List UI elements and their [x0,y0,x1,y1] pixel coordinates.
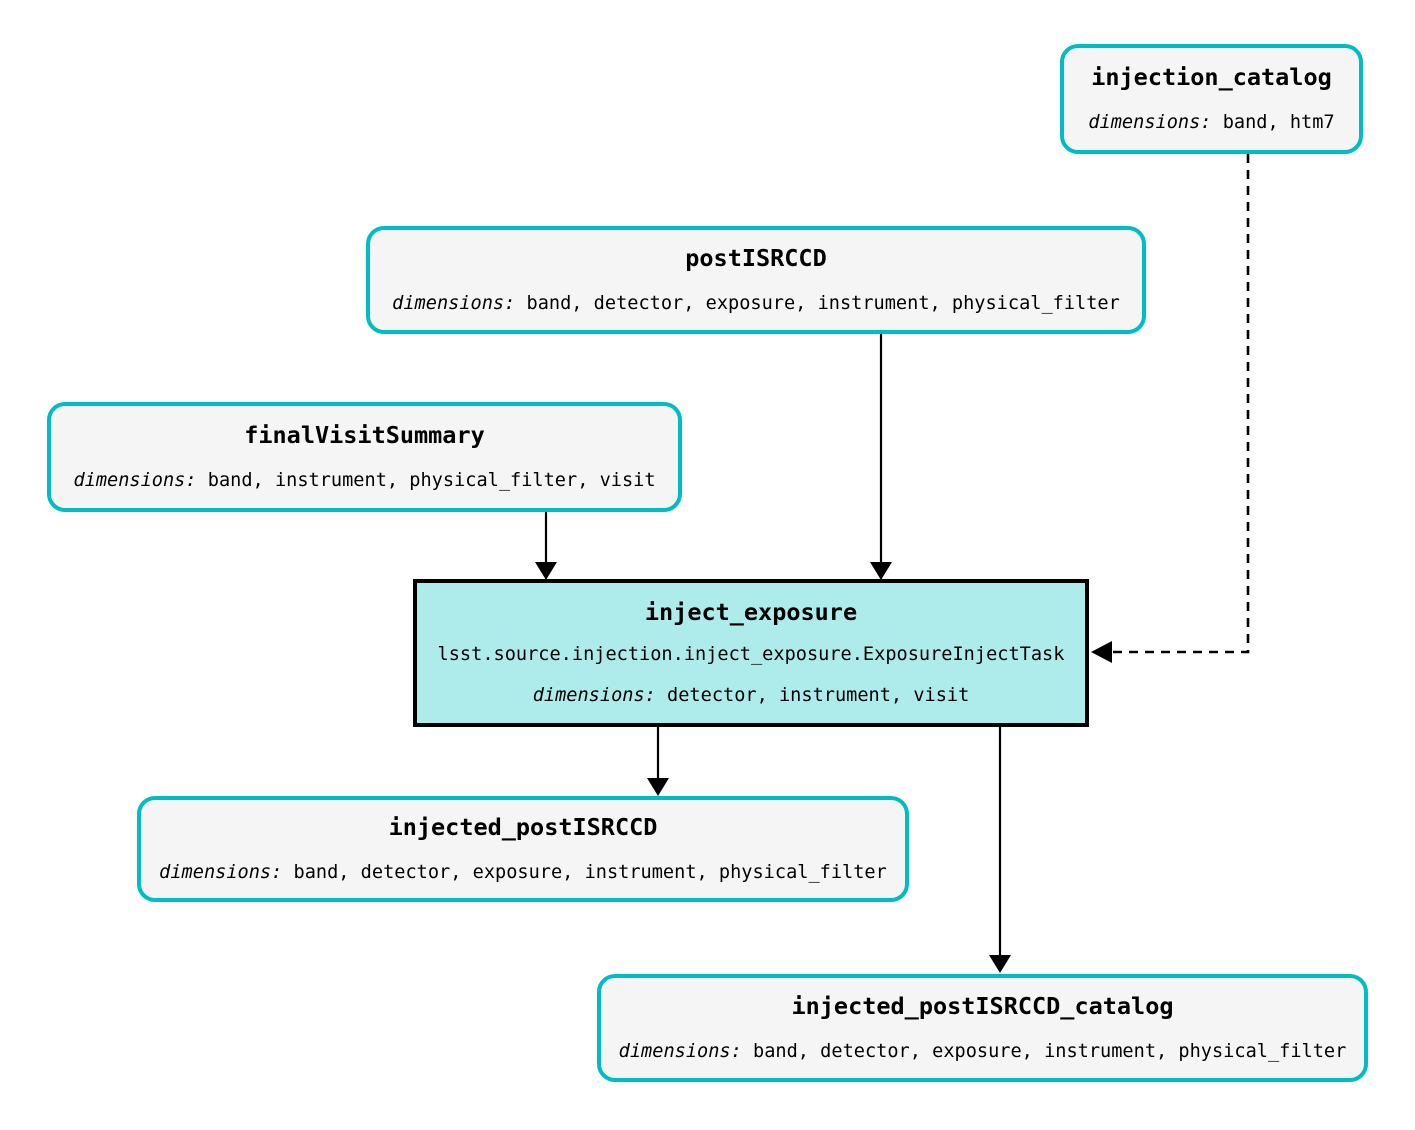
node-dimensions: dimensions: band, instrument, physical_f… [73,469,656,491]
node-dimensions: dimensions: band, detector, exposure, in… [392,292,1120,314]
node-finalvisitsummary[interactable]: finalVisitSummary dimensions: band, inst… [47,402,682,512]
node-injected-postisrccd-catalog[interactable]: injected_postISRCCD_catalog dimensions: … [597,974,1368,1082]
dimensions-value: band, detector, exposure, instrument, ph… [293,861,887,883]
edge-inject-exposure-to-injected-postisrccd [647,727,669,796]
node-injection-catalog[interactable]: injection_catalog dimensions: band, htm7 [1060,44,1363,154]
dimensions-value: band, instrument, physical_filter, visit [207,469,656,491]
node-dimensions: dimensions: band, detector, exposure, in… [159,861,887,883]
dimensions-value: band, detector, exposure, instrument, ph… [526,292,1120,314]
dimensions-label: dimensions: [392,292,527,314]
node-injected-postisrccd[interactable]: injected_postISRCCD dimensions: band, de… [137,796,909,902]
node-postisrccd[interactable]: postISRCCD dimensions: band, detector, e… [366,226,1146,334]
dimensions-label: dimensions: [159,861,294,883]
node-dimensions: dimensions: detector, instrument, visit [532,684,970,706]
edge-inject-exposure-to-injected-postisrccd-catalog [989,727,1011,973]
node-class-path: lsst.source.injection.inject_exposure.Ex… [437,644,1065,666]
dimensions-label: dimensions: [532,684,668,706]
dimensions-label: dimensions: [618,1040,754,1062]
node-inject-exposure[interactable]: inject_exposure lsst.source.injection.in… [413,579,1089,727]
node-dimensions: dimensions: band, htm7 [1088,111,1335,133]
node-dimensions: dimensions: band, detector, exposure, in… [618,1040,1347,1062]
dimensions-value: detector, instrument, visit [667,684,970,706]
edge-finalvisitsummary-to-inject-exposure [535,512,557,580]
edge-postisrccd-to-inject-exposure [870,334,892,580]
dimensions-label: dimensions: [1088,111,1223,133]
dimensions-value: band, detector, exposure, instrument, ph… [753,1040,1347,1062]
node-title: postISRCCD [685,243,827,272]
dimensions-value: band, htm7 [1222,111,1335,133]
node-title: finalVisitSummary [244,420,485,449]
node-title: injected_postISRCCD_catalog [791,991,1174,1020]
node-title: inject_exposure [644,597,858,626]
node-title: injection_catalog [1091,62,1332,91]
dimensions-label: dimensions: [73,469,208,491]
node-title: injected_postISRCCD [388,812,658,841]
